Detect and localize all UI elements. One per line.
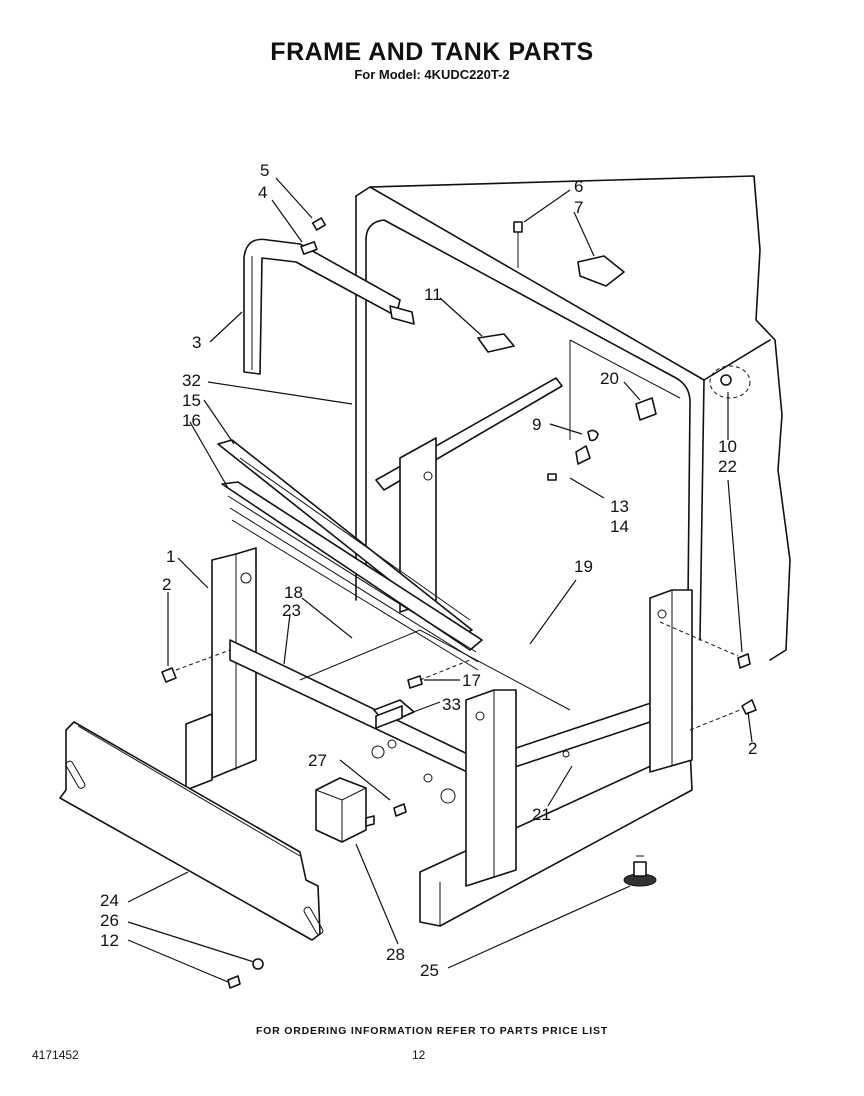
callout-22: 22	[718, 457, 737, 476]
callout-1: 1	[166, 547, 175, 566]
callout-17: 17	[462, 671, 481, 690]
callout-27: 27	[308, 751, 327, 770]
front-frame-rails	[217, 439, 483, 671]
callout-3: 3	[192, 333, 201, 352]
callout-24: 24	[100, 891, 119, 910]
callout-18: 18	[284, 583, 303, 602]
callout-33: 33	[442, 695, 461, 714]
callout-14: 14	[610, 517, 629, 536]
callout-15: 15	[182, 391, 201, 410]
document-number: 4171452	[32, 1048, 79, 1062]
screws	[161, 365, 757, 989]
callout-4: 4	[258, 183, 267, 202]
callout-labels: 5 4 3 6 7 11 32 15 16 20 9 10 22 13 14 1…	[100, 161, 757, 980]
callout-12: 12	[100, 931, 119, 950]
callout-19: 19	[574, 557, 593, 576]
callout-10: 10	[718, 437, 737, 456]
callout-16: 16	[182, 411, 201, 430]
rear-rail	[375, 377, 657, 613]
callout-2-right: 2	[748, 739, 757, 758]
page-title: FRAME AND TANK PARTS	[270, 38, 594, 66]
leveling-leg	[623, 855, 657, 887]
page-subtitle: For Model: 4KUDC220T-2	[354, 67, 510, 82]
callout-7: 7	[574, 198, 583, 217]
hardware-top	[300, 217, 625, 353]
callout-9: 9	[532, 415, 541, 434]
base-frame	[185, 547, 693, 927]
callout-26: 26	[100, 911, 119, 930]
callout-23: 23	[282, 601, 301, 620]
callout-6: 6	[574, 177, 583, 196]
callout-2-left: 2	[162, 575, 171, 594]
callout-25: 25	[420, 961, 439, 980]
junction-box	[315, 777, 375, 843]
ordering-note: FOR ORDERING INFORMATION REFER TO PARTS …	[255, 1025, 609, 1037]
toe-panel	[59, 721, 324, 941]
page-number: 12	[412, 1048, 426, 1062]
callout-11: 11	[424, 285, 442, 304]
callout-5: 5	[260, 161, 269, 180]
vent-duct	[243, 238, 415, 375]
callout-32: 32	[182, 371, 201, 390]
callout-13: 13	[610, 497, 629, 516]
callout-21: 21	[532, 805, 551, 824]
leader-lines	[127, 177, 753, 983]
callout-28: 28	[386, 945, 405, 964]
callout-20: 20	[600, 369, 619, 388]
